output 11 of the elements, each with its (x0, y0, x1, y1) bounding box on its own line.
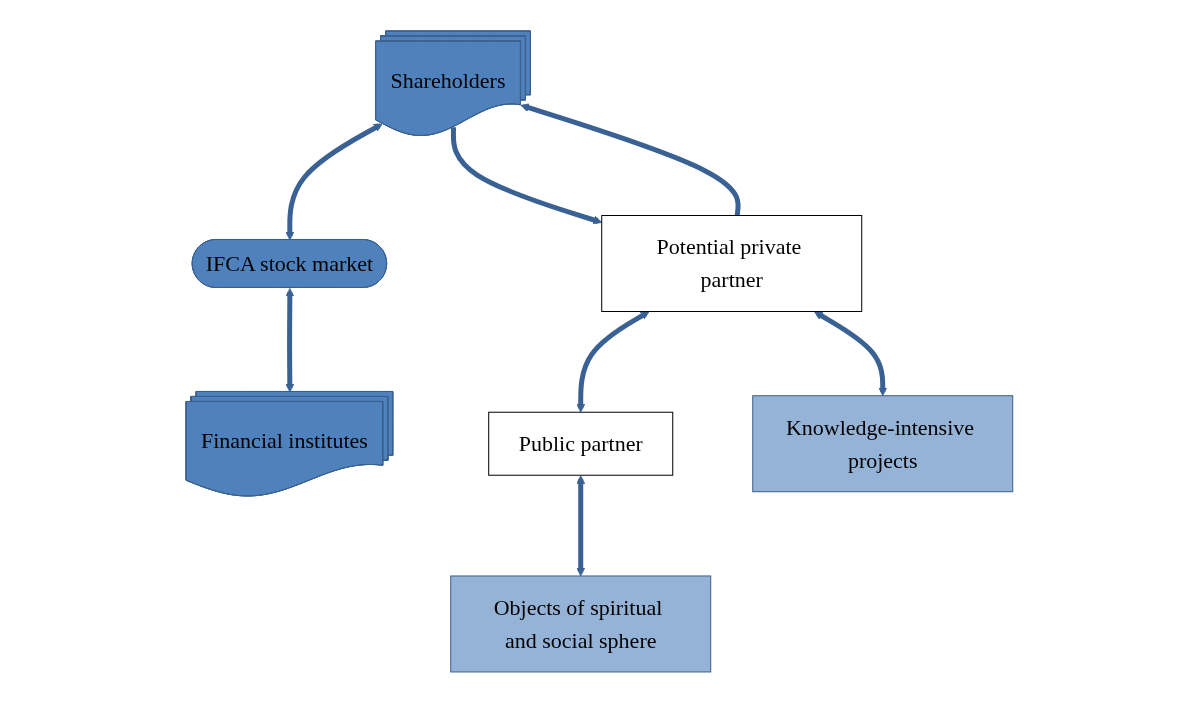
arrow (520, 103, 741, 216)
arrow (285, 287, 294, 392)
arrow (575, 474, 585, 576)
arrow (285, 123, 383, 240)
node-box: Objects of spiritual and social sphere (449, 575, 711, 672)
arrow (813, 310, 887, 396)
node-box: Knowledge-intensive projects (751, 394, 1013, 492)
node-box: Public partner (487, 411, 673, 476)
arrow (575, 310, 650, 413)
arrow (450, 126, 602, 224)
node-box: Potential private partner (600, 214, 862, 312)
